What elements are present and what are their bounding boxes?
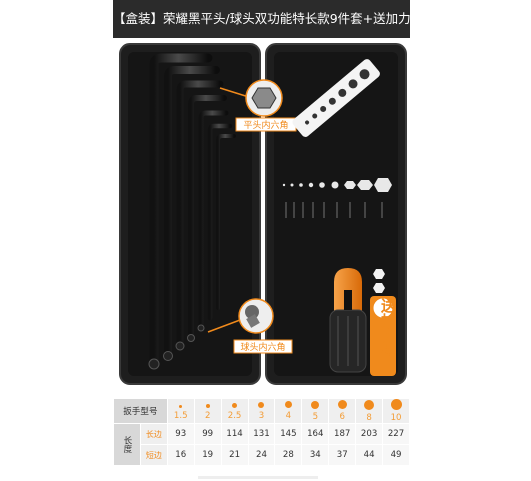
model-label: 扳手型号 — [113, 398, 168, 424]
spec-table: 扳手型号 1.5 2 2.5 3 4 5 6 8 10 长度 长边 93 99 … — [113, 398, 410, 466]
size-cell: 2.5 — [220, 398, 249, 424]
short-value: 21 — [220, 444, 249, 466]
short-value: 37 — [328, 444, 357, 466]
size-cell: 8 — [355, 398, 384, 424]
long-value: 93 — [166, 423, 195, 445]
short-value: 28 — [274, 444, 303, 466]
ball-hex-label: 球头内六角 — [240, 341, 285, 353]
short-value: 49 — [382, 444, 410, 466]
long-value: 99 — [193, 423, 222, 445]
long-value: 164 — [301, 423, 330, 445]
size-cell: 3 — [247, 398, 276, 424]
size-cell: 5 — [301, 398, 330, 424]
long-value: 145 — [274, 423, 303, 445]
short-value: 16 — [166, 444, 195, 466]
long-value: 187 — [328, 423, 357, 445]
length-label: 长度 — [113, 423, 141, 466]
product-title: 【盒装】荣耀黑平头/球头双功能特长款9件套+送加力棒 — [113, 0, 410, 38]
tool-case-image: 平头内六角 球头内六角 — [119, 43, 407, 385]
short-side-label: 短边 — [139, 444, 168, 466]
size-cell: 10 — [382, 398, 410, 424]
bonus-tag-label: 送加力棒 — [379, 298, 397, 358]
long-value: 227 — [382, 423, 410, 445]
short-value: 44 — [355, 444, 384, 466]
long-value: 131 — [247, 423, 276, 445]
long-value: 114 — [220, 423, 249, 445]
size-cell: 6 — [328, 398, 357, 424]
short-value: 24 — [247, 444, 276, 466]
long-side-label: 长边 — [139, 423, 168, 445]
size-cell: 2 — [193, 398, 222, 424]
size-cell: 4 — [274, 398, 303, 424]
divider — [198, 476, 318, 479]
flat-hex-label: 平头内六角 — [243, 119, 288, 131]
short-value: 19 — [193, 444, 222, 466]
long-value: 203 — [355, 423, 384, 445]
size-cell: 1.5 — [166, 398, 195, 424]
short-value: 34 — [301, 444, 330, 466]
